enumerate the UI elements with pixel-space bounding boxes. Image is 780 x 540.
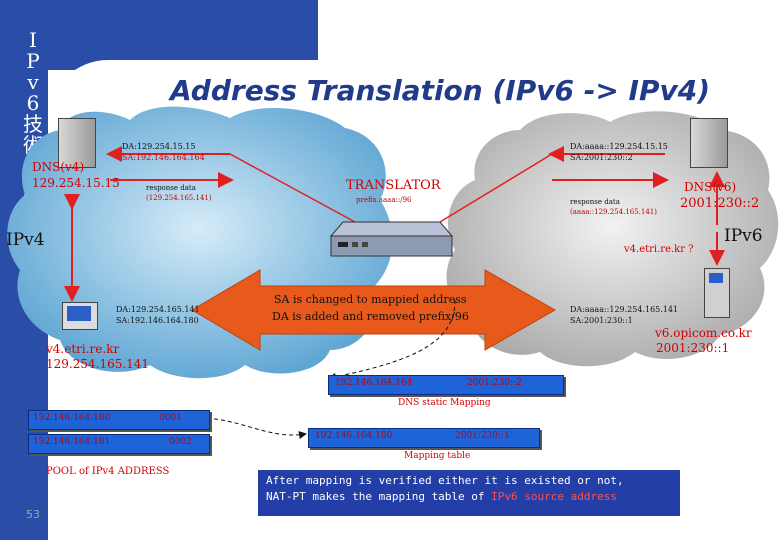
note-line-2-text: NAT-PT makes the mapping table of: [266, 490, 491, 503]
translator-device: [331, 222, 452, 256]
ipv6-network-label: IPv6: [724, 226, 763, 246]
left-response-label: response data: [146, 184, 196, 193]
mapping-table-row: 192.146.164.180 2001:230::1: [308, 428, 540, 448]
pool-address: 192.146.164.180: [33, 413, 110, 423]
right-response-label: response data: [570, 198, 620, 207]
mapping-ipv4: 192.146.164.180: [315, 431, 392, 441]
dns-static-ipv6: 2001:230::2: [467, 378, 522, 388]
left-top-sa: SA:192.146.164.164: [122, 153, 205, 163]
translator-prefix: prefix aaaa::/96: [356, 196, 412, 205]
pool-caption: POOL of IPv4 ADDRESS: [46, 466, 169, 477]
note-highlight: IPv6 source address: [491, 490, 617, 503]
mapping-ipv6: 2001:230::1: [455, 431, 510, 441]
translator-label: TRANSLATOR: [346, 178, 441, 193]
left-bottom-sa: SA:192.146.164.180: [116, 316, 199, 326]
explanation-note: After mapping is verified either it is e…: [258, 470, 680, 516]
pool-port: 0001: [159, 413, 182, 423]
dns-v6-server-icon: [690, 118, 728, 168]
host-v4-address: 129.254.165.141: [46, 357, 149, 371]
pool-address: 192.146.164.181: [33, 437, 110, 447]
left-response-value: (129.254.165.141): [146, 194, 212, 203]
host-v6-label: v6.opicom.co.kr: [655, 326, 752, 340]
pool-row: 192.146.164.181 0002: [28, 434, 210, 454]
host-v6-computer-icon: [704, 268, 730, 318]
right-bottom-da: DA:aaaa::129.254.165.141: [570, 305, 678, 315]
note-line-2: NAT-PT makes the mapping table of IPv6 s…: [266, 489, 672, 505]
dns-v6-address: 2001:230::2: [680, 196, 759, 211]
callout-line-2: DA is added and removed prefix/96: [272, 310, 469, 323]
right-top-da: DA:aaaa::129.254.15.15: [570, 142, 668, 152]
dns-v6-label: DNS(v6): [684, 180, 736, 194]
note-line-1: After mapping is verified either it is e…: [266, 473, 672, 489]
pool-row: 192.146.164.180 0001: [28, 410, 210, 430]
left-top-da: DA:129.254.15.15: [122, 142, 195, 152]
right-response-value: (aaaa::129.254.165.141): [570, 208, 657, 217]
pool-mapping-connector: [200, 418, 305, 435]
mapping-table-caption: Mapping table: [404, 451, 470, 461]
right-top-sa: SA:2001:230::2: [570, 153, 633, 163]
dns-query-label: v4.etri.re.kr ?: [624, 244, 694, 255]
right-bottom-sa: SA:2001:230::1: [570, 316, 633, 326]
host-v6-address: 2001:230::1: [656, 341, 729, 355]
dns-static-caption: DNS static Mapping: [398, 398, 491, 408]
callout-line-1: SA is changed to mappied address: [274, 293, 467, 306]
host-v4-computer-icon: [62, 302, 98, 330]
host-v4-label: v4.etri.re.kr: [46, 342, 119, 356]
page-number: 53: [26, 508, 40, 521]
pool-port: 0002: [169, 437, 192, 447]
ipv4-network-label: IPv4: [6, 230, 45, 250]
dns-v4-label: DNS(v4): [32, 160, 84, 174]
dns-static-ipv4: 192.146.164.164: [335, 378, 412, 388]
page-title: Address Translation (IPv6 -> IPv4): [60, 74, 780, 107]
left-bottom-da: DA:129.254.165.141: [116, 305, 200, 315]
dns-v4-address: 129.254.15.15: [32, 176, 120, 190]
dns-static-mapping-row: 192.146.164.164 2001:230::2: [328, 375, 564, 395]
